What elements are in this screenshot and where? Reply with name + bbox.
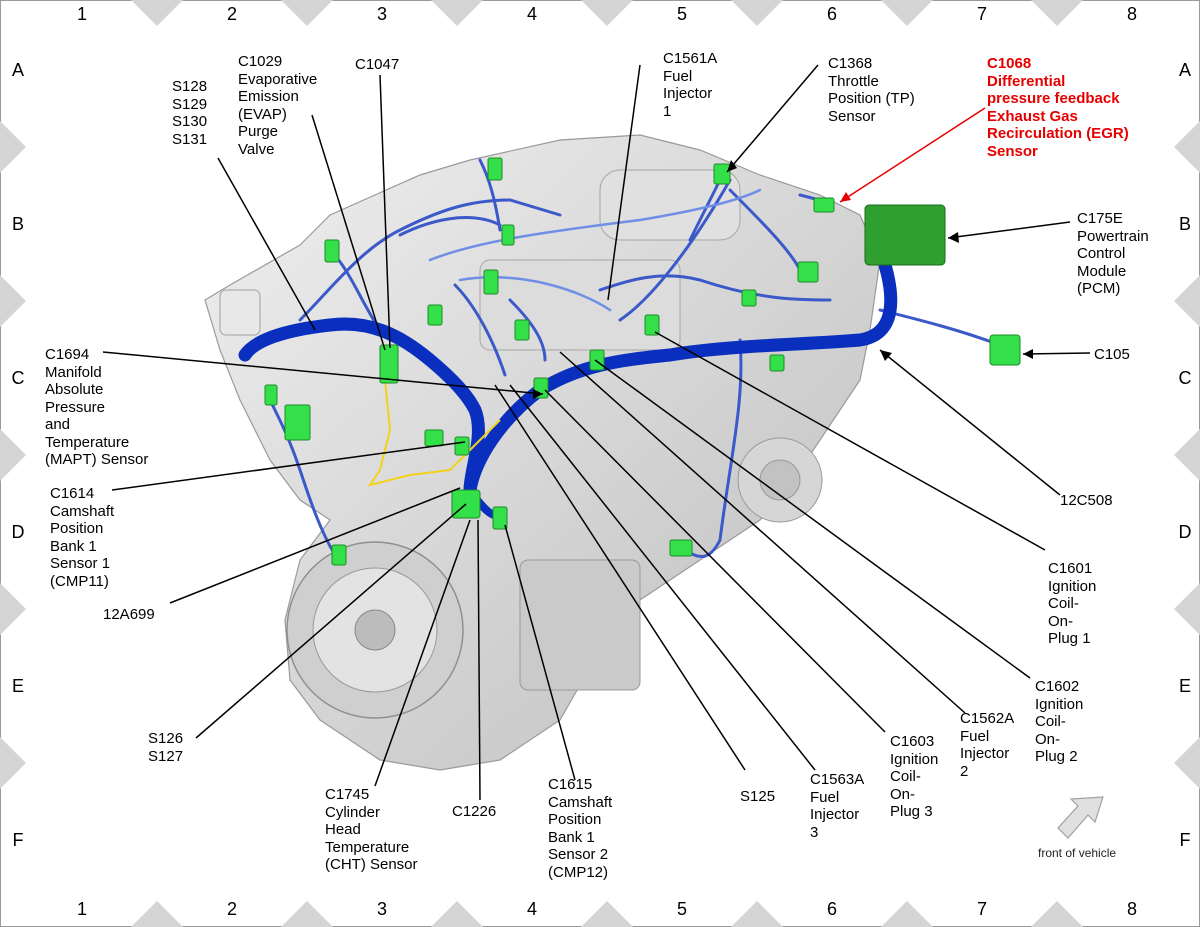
grid-column-top: 5 [676, 4, 687, 24]
sensor-wire [367, 379, 501, 487]
label-c1694: C1694 Manifold Absolute Pressure and Tem… [45, 346, 149, 468]
label-c1368: C1368 Throttle Position (TP) Sensor [828, 55, 915, 125]
pcm-module [864, 204, 946, 266]
label-s126-s127: S126 S127 [148, 730, 184, 765]
grid-row-left: B [11, 214, 24, 234]
grid-column-bottom: 2 [226, 899, 237, 919]
grid-column-top: 8 [1126, 4, 1137, 24]
label-c1603: C1603 Ignition Coil- On- Plug 3 [890, 733, 939, 820]
grid-column-top: 3 [376, 4, 387, 24]
grid-row-right: C [1178, 368, 1192, 388]
grid-column-top: 1 [76, 4, 87, 24]
harness-branches [268, 158, 1002, 559]
harness-branches-light [428, 188, 762, 312]
front-of-vehicle-arrow-icon [1057, 796, 1104, 839]
label-c1745: C1745 Cylinder Head Temperature (CHT) Se… [325, 786, 418, 873]
grid-column-bottom: 8 [1126, 899, 1137, 919]
grid-row-right: F [1179, 830, 1191, 850]
grid-column-top: 2 [226, 4, 237, 24]
grid-row-right: D [1178, 522, 1192, 542]
grid-row-right: E [1178, 676, 1191, 696]
arrowheads [533, 160, 1033, 399]
grid-row-left: E [11, 676, 24, 696]
grid-column-top: 7 [976, 4, 987, 24]
grid-column-bottom: 6 [826, 899, 837, 919]
label-c175e: C175E Powertrain Control Module (PCM) [1077, 210, 1149, 297]
highlight-leader-line [839, 107, 986, 203]
front-of-vehicle-label: front of vehicle [1038, 846, 1117, 860]
label-c1068: C1068 Differential pressure feedback Exh… [987, 55, 1129, 160]
main-harness-trunk [238, 258, 898, 492]
leader-lines [102, 64, 1091, 801]
grid-row-left: C [11, 368, 25, 388]
label-c1561a: C1561A Fuel Injector 1 [663, 50, 718, 120]
connectors [264, 157, 1021, 566]
label-c1029: C1029 Evaporative Emission (EVAP) Purge … [238, 53, 318, 158]
label-12a699: 12A699 [103, 606, 155, 623]
label-c1563a: C1563A Fuel Injector 3 [810, 771, 865, 841]
grid-row-left: D [11, 522, 25, 542]
grid-column-top: 4 [526, 4, 537, 24]
label-c1601: C1601 Ignition Coil- On- Plug 1 [1048, 560, 1097, 647]
label-c1615: C1615 Camshaft Position Bank 1 Sensor 2 … [548, 776, 613, 881]
grid-column-bottom: 1 [76, 899, 87, 919]
label-c1562a: C1562A Fuel Injector 2 [960, 710, 1015, 780]
engine-illustration [204, 134, 881, 771]
grid-column-bottom: 3 [376, 899, 387, 919]
label-c105: C105 [1094, 346, 1130, 363]
label-c1602: C1602 Ignition Coil- On- Plug 2 [1035, 678, 1084, 765]
label-c1614: C1614 Camshaft Position Bank 1 Sensor 1 … [50, 485, 115, 590]
grid-column-bottom: 4 [526, 899, 537, 919]
label-c1047: C1047 [355, 56, 400, 73]
grid-column-bottom: 7 [976, 899, 987, 919]
grid-row-left: F [12, 830, 24, 850]
label-12c508: 12C508 [1060, 492, 1113, 509]
label-s125: S125 [740, 788, 776, 805]
label-c1226: C1226 [452, 803, 497, 820]
grid-column-top: 6 [826, 4, 837, 24]
grid-column-bottom: 5 [676, 899, 687, 919]
grid-row-right: A [1178, 60, 1191, 80]
label-s128-s131: S128 S129 S130 S131 [172, 78, 208, 148]
grid-row-left: A [11, 60, 24, 80]
grid-row-right: B [1178, 214, 1191, 234]
